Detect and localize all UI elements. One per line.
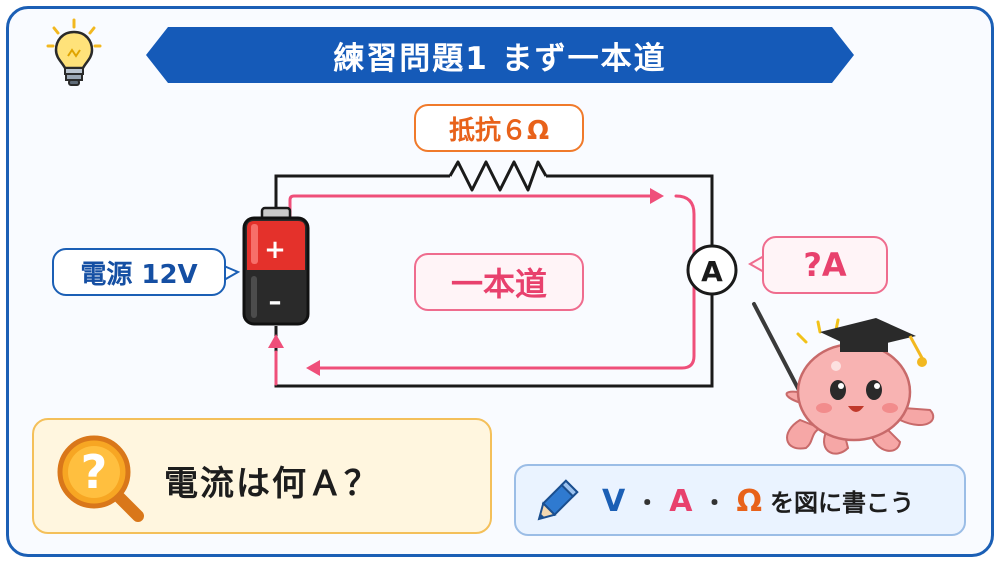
battery-minus-sign: – (269, 287, 282, 317)
svg-text:?: ? (81, 445, 108, 499)
unknown-current-label: ?A (762, 236, 888, 294)
battery-plus-sign: + (264, 235, 286, 265)
hint-amp: A (669, 484, 693, 519)
single-path-label: 一本道 (414, 253, 584, 311)
question-text: 電流は何Ａ？ (164, 464, 380, 504)
hint-dot-2: ・ (702, 489, 727, 517)
lightbulb-icon (46, 18, 102, 86)
hint-volt: V (602, 484, 626, 519)
hint-text: V ・ A ・ Ω を図に書こう (602, 483, 914, 519)
flow-arrow-up (268, 334, 284, 348)
ammeter-symbol (686, 244, 738, 296)
magnifier-question-icon: ? (57, 435, 144, 522)
flow-arrow-left (306, 360, 320, 376)
flow-arrow-right (650, 188, 664, 204)
power-source-label: 電源 12V (52, 248, 226, 296)
ammeter-label: A (701, 255, 723, 288)
octopus-mascot (752, 302, 935, 455)
battery-icon (242, 206, 310, 326)
title-banner: 練習問題1 まず一本道 (146, 27, 854, 83)
question-box: ? 電流は何Ａ？ (32, 418, 492, 534)
resistor-symbol (448, 160, 548, 192)
pencil-icon (537, 479, 579, 521)
resistor-label: 抵抗６Ω (414, 104, 584, 152)
hint-instruction: を図に書こう (769, 489, 914, 517)
current-flow-path (274, 194, 696, 386)
hint-dot-1: ・ (635, 489, 660, 517)
hint-box: V ・ A ・ Ω を図に書こう (514, 464, 966, 536)
hint-ohm: Ω (736, 484, 762, 519)
